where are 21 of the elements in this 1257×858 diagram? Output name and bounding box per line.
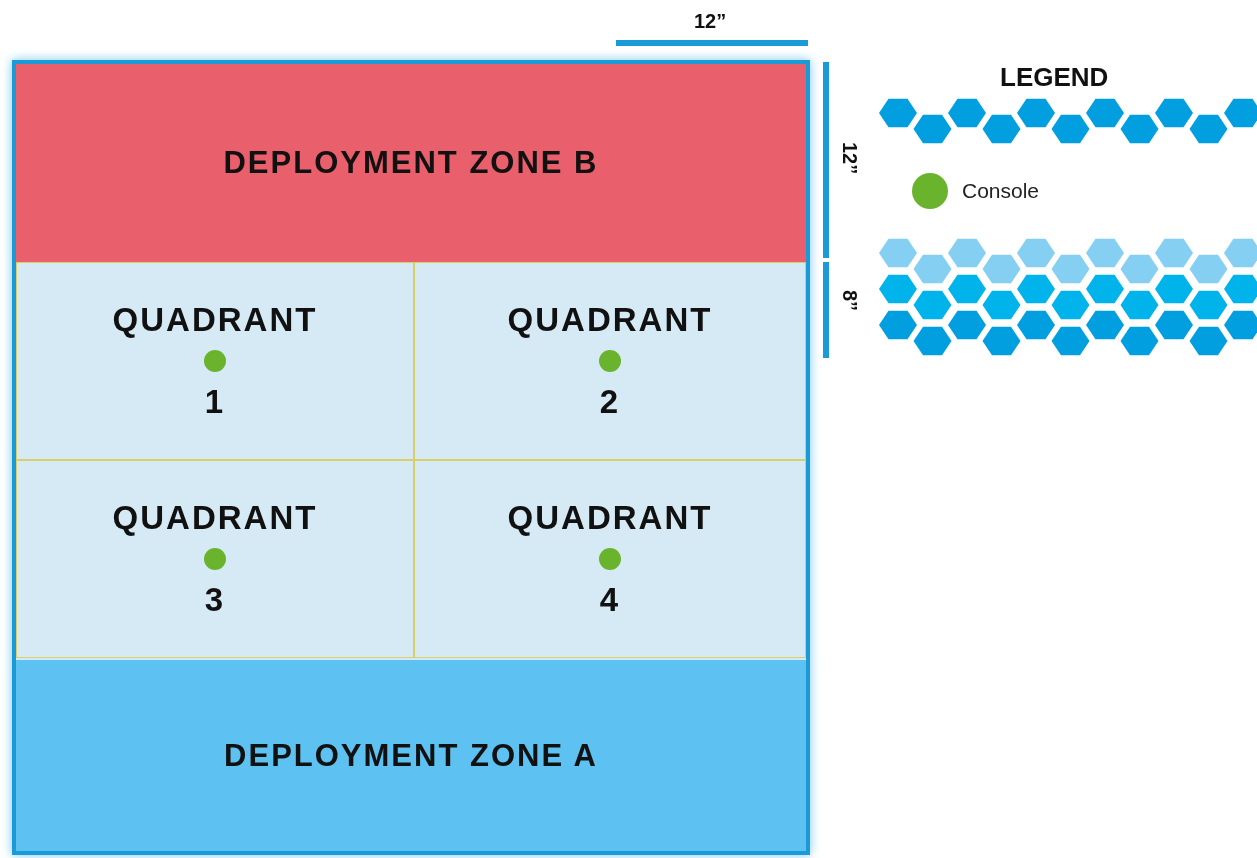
dimension-label: 12”: [694, 10, 727, 33]
quadrant-number: 1: [204, 383, 226, 421]
zone-title: DEPLOYMENT ZONE A: [224, 737, 598, 774]
quadrant-number: 2: [599, 383, 621, 421]
deployment-zone: [16, 660, 806, 851]
quadrant-area: [16, 262, 414, 460]
quadrant-title: QUADRANT: [507, 499, 713, 537]
dimension-label: 12”: [838, 142, 861, 175]
deployment-zone: [16, 64, 806, 262]
dimension-label: 8”: [838, 290, 861, 312]
quadrant-area: [16, 460, 414, 658]
zone-title: DEPLOYMENT ZONE B: [223, 145, 599, 181]
quadrant-title: QUADRANT: [112, 499, 318, 537]
quadrant-area: [414, 460, 806, 658]
legend-title: LEGEND: [1000, 62, 1109, 93]
quadrant-number: 3: [204, 581, 226, 619]
legend-text: Console: [962, 179, 1040, 203]
quadrant-title: QUADRANT: [112, 301, 318, 339]
quadrant-title: QUADRANT: [507, 301, 713, 339]
quadrant-area: [414, 262, 806, 460]
quadrant-number: 4: [599, 581, 621, 619]
